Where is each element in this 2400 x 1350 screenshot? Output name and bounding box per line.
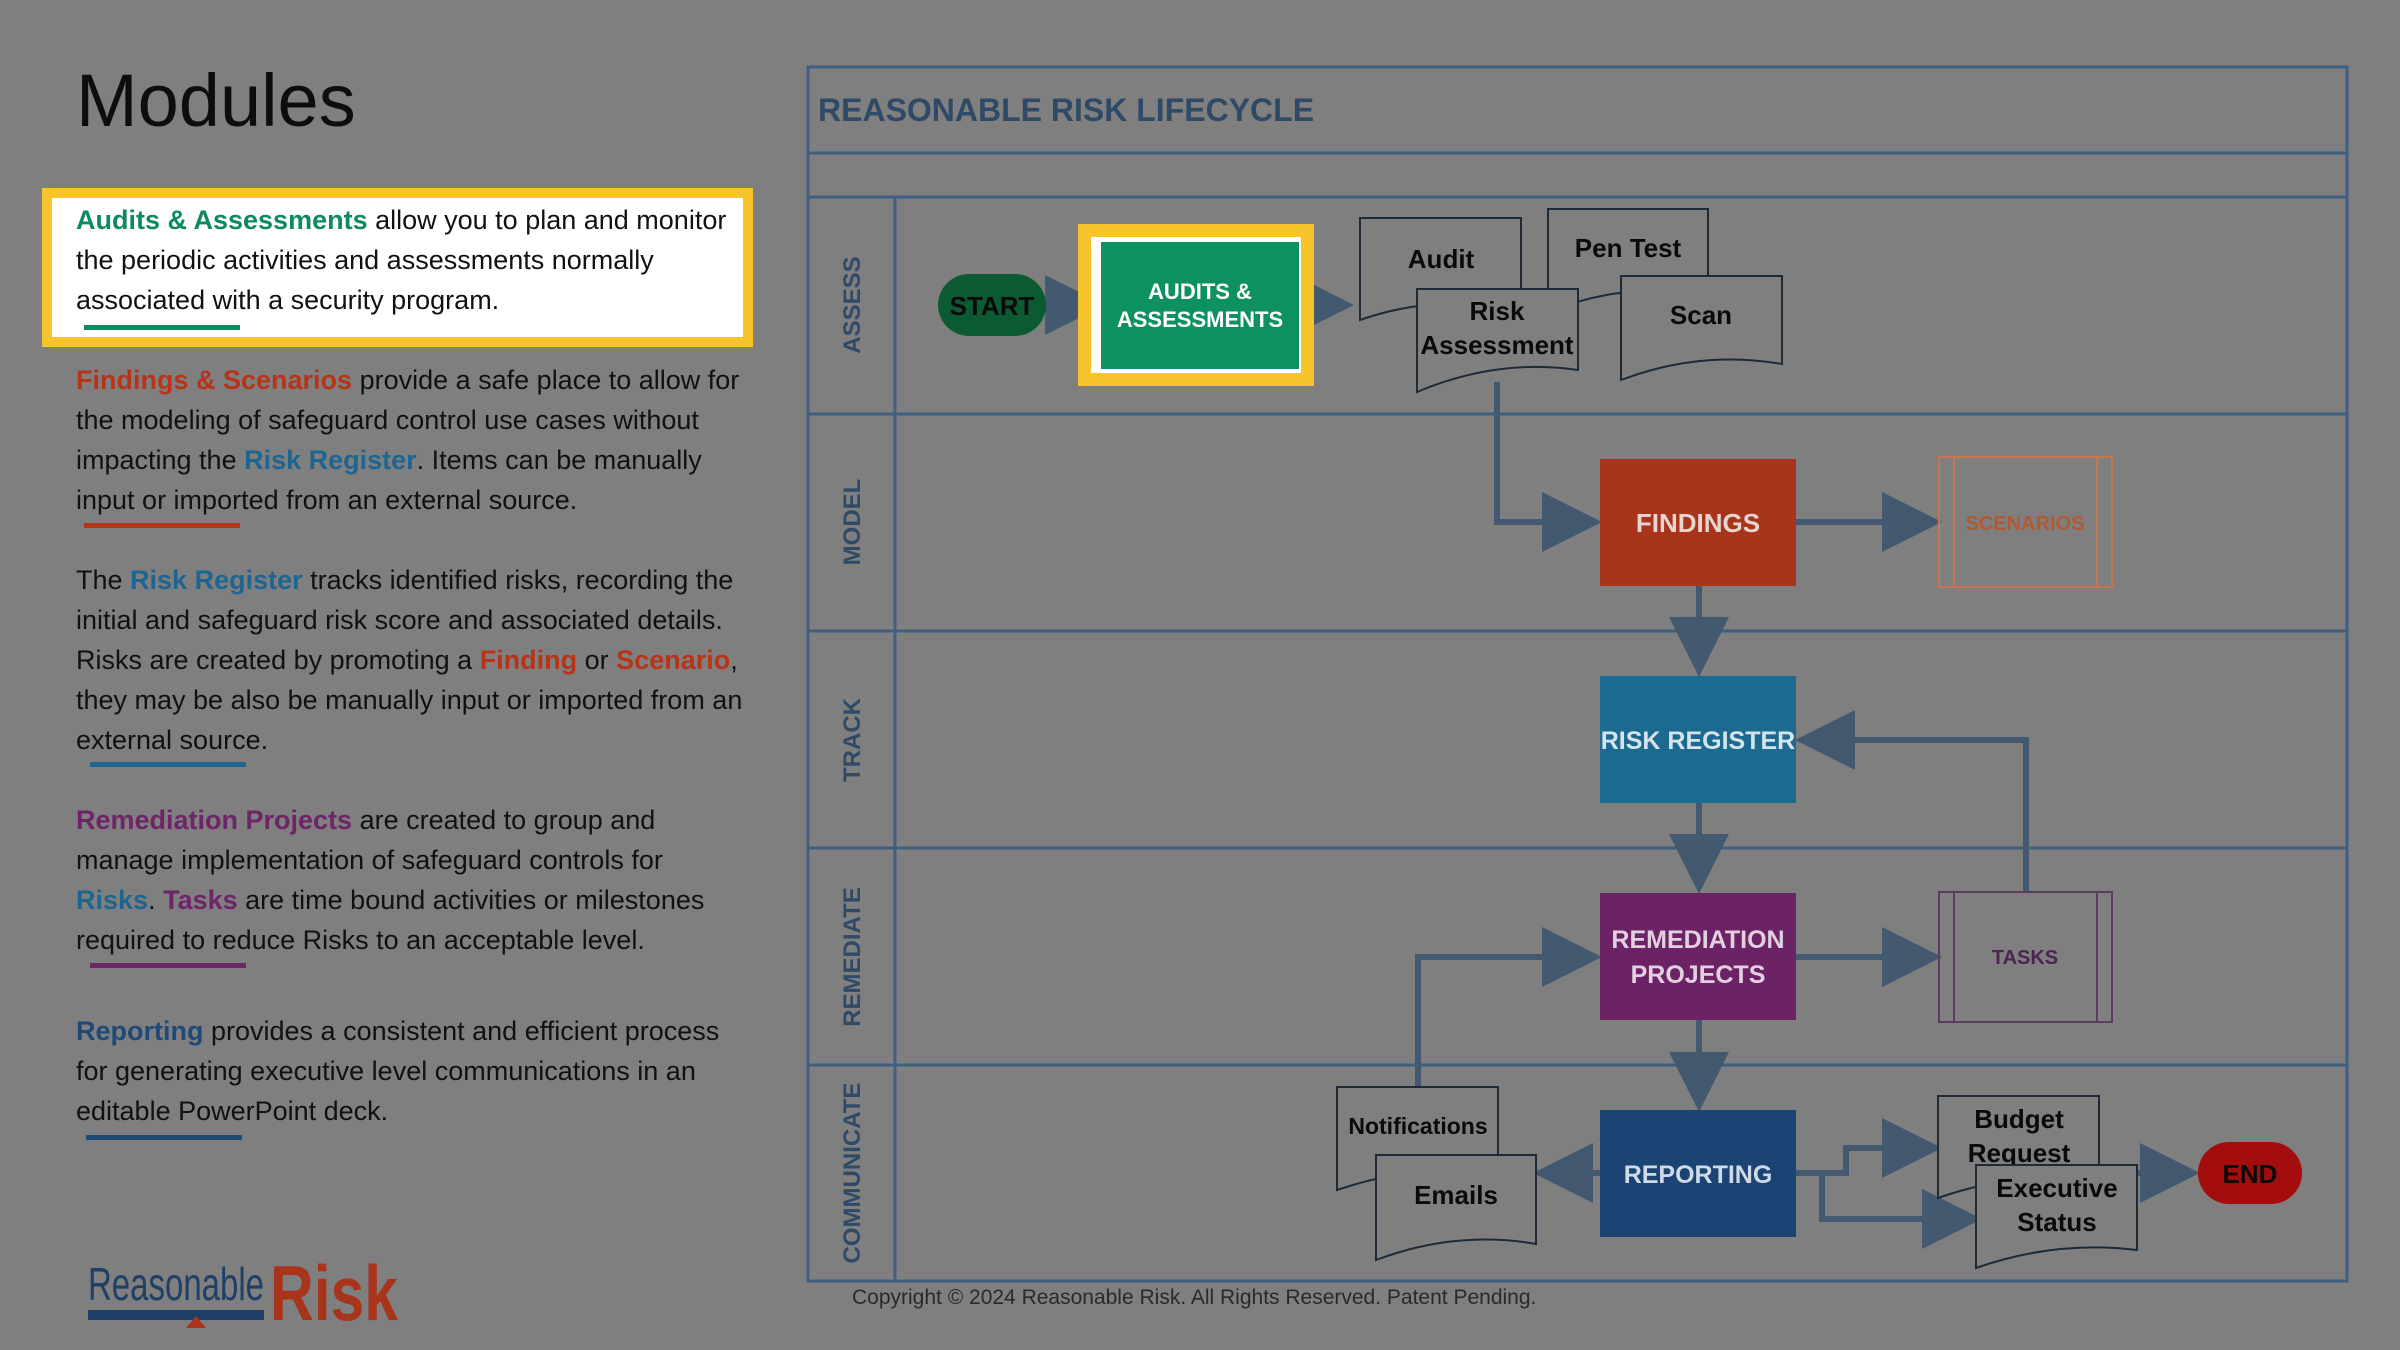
- doc-scan-label: Scan: [1670, 300, 1732, 330]
- findings-underline: [84, 523, 240, 528]
- lane-label-assess: ASSESS: [839, 256, 866, 353]
- doc-pen-test-label: Pen Test: [1575, 233, 1682, 263]
- remediation-mid: .: [148, 885, 164, 915]
- doc-executive-status[interactable]: Executive Status: [1975, 1164, 2138, 1270]
- register-mid: or: [577, 645, 617, 675]
- start-label: START: [950, 291, 1035, 321]
- remediation-tasks-link[interactable]: Tasks: [163, 885, 238, 915]
- findings-term[interactable]: Findings & Scenarios: [76, 365, 353, 395]
- register-finding-link[interactable]: Finding: [479, 645, 578, 675]
- connectors: [1045, 275, 2200, 1249]
- reporting-text: provides a consistent and efficient proc…: [76, 1016, 720, 1126]
- scenarios-node-label: SCENARIOS: [1966, 513, 2085, 535]
- scenarios-node[interactable]: SCENARIOS: [1938, 456, 2113, 588]
- doc-exec-line2: Status: [2017, 1207, 2096, 1237]
- remediation-projects-node[interactable]: REMEDIATION PROJECTS: [1600, 893, 1796, 1020]
- remediation-node-line2: PROJECTS: [1631, 961, 1766, 989]
- lane-label-model: MODEL: [839, 479, 866, 566]
- logo-text-risk: Risk: [270, 1249, 398, 1337]
- lane-label-remediate: REMEDIATE: [839, 887, 866, 1027]
- risk-register-node-label: RISK REGISTER: [1601, 727, 1795, 755]
- register-text-1: tracks identified risks, recording the i…: [76, 565, 734, 675]
- reporting-underline: [86, 1135, 242, 1140]
- doc-exec-line1: Executive: [1996, 1173, 2117, 1203]
- doc-emails-label: Emails: [1414, 1180, 1498, 1210]
- diagram-frame: [806, 65, 2349, 1283]
- doc-scan[interactable]: Scan: [1620, 275, 1783, 382]
- lane-label-track: TRACK: [839, 697, 866, 782]
- reporting-term[interactable]: Reporting: [76, 1016, 204, 1046]
- reasonable-risk-logo: Reasonable Risk: [88, 1249, 398, 1337]
- audits-text: allow you to plan and monitor the period…: [76, 205, 727, 315]
- audits-description: Audits & Assessments allow you to plan a…: [76, 200, 746, 320]
- register-text-2: , they may be also be manually input or …: [76, 645, 743, 755]
- doc-audit-label: Audit: [1408, 244, 1475, 274]
- reporting-description: Reporting provides a consistent and effi…: [76, 1011, 746, 1131]
- reporting-node-label: REPORTING: [1624, 1161, 1773, 1189]
- audits-node-line2: ASSESSMENTS: [1117, 307, 1283, 332]
- remediation-underline: [90, 963, 246, 968]
- end-label: END: [2223, 1159, 2278, 1189]
- remediation-term[interactable]: Remediation Projects: [76, 805, 353, 835]
- remediation-description: Remediation Projects are created to grou…: [76, 800, 746, 960]
- start-node[interactable]: START: [938, 274, 1046, 336]
- findings-node-label: FINDINGS: [1636, 508, 1760, 538]
- audits-term[interactable]: Audits & Assessments: [76, 205, 368, 235]
- audits-assessments-node[interactable]: AUDITS & ASSESSMENTS: [1078, 224, 1314, 386]
- doc-risk-assessment[interactable]: Risk Assessment: [1416, 288, 1579, 394]
- doc-notifications-label: Notifications: [1348, 1113, 1487, 1139]
- register-description: The Risk Register tracks identified risk…: [76, 560, 746, 760]
- logo-text-reasonable: Reasonable: [88, 1258, 264, 1310]
- highlight-box: [42, 188, 753, 347]
- end-node[interactable]: END: [2198, 1142, 2302, 1204]
- register-scenario-link[interactable]: Scenario: [616, 645, 731, 675]
- doc-emails[interactable]: Emails: [1375, 1154, 1537, 1262]
- doc-budget-line2: Request: [1968, 1138, 2071, 1168]
- register-underline: [90, 762, 246, 767]
- reporting-node[interactable]: REPORTING: [1600, 1110, 1796, 1237]
- risk-register-node[interactable]: RISK REGISTER: [1600, 676, 1796, 803]
- doc-risk-line1: Risk: [1470, 296, 1525, 326]
- lane-label-communicate: COMMUNICATE: [839, 1083, 866, 1264]
- doc-budget-line1: Budget: [1974, 1104, 2064, 1134]
- diagram-title: REASONABLE RISK LIFECYCLE: [818, 92, 1314, 128]
- findings-node[interactable]: FINDINGS: [1600, 459, 1796, 586]
- findings-risk-register-link[interactable]: Risk Register: [244, 445, 417, 475]
- logo-bar: [88, 1310, 264, 1320]
- remediation-risks-link[interactable]: Risks: [76, 885, 149, 915]
- copyright-notice: Copyright © 2024 Reasonable Risk. All Ri…: [852, 1286, 1537, 1309]
- audits-node-line1: AUDITS &: [1148, 279, 1252, 304]
- logo-arrow-icon: [186, 1316, 206, 1328]
- remediation-node-line1: REMEDIATION: [1611, 926, 1784, 954]
- register-pre: The: [76, 565, 131, 595]
- doc-risk-line2: Assessment: [1420, 330, 1574, 360]
- tasks-node[interactable]: TASKS: [1938, 891, 2113, 1023]
- findings-description: Findings & Scenarios provide a safe plac…: [76, 360, 746, 520]
- findings-text-1: provide a safe place to allow for the mo…: [76, 365, 740, 475]
- page-title: Modules: [76, 59, 356, 142]
- audits-underline: [84, 325, 240, 330]
- remediation-text-2: are time bound activities or milestones …: [76, 885, 705, 955]
- tasks-node-label: TASKS: [1992, 947, 2058, 969]
- findings-text-2: . Items can be manually input or importe…: [76, 445, 702, 515]
- register-term[interactable]: Risk Register: [130, 565, 303, 595]
- remediation-text-1: are created to group and manage implemen…: [76, 805, 663, 875]
